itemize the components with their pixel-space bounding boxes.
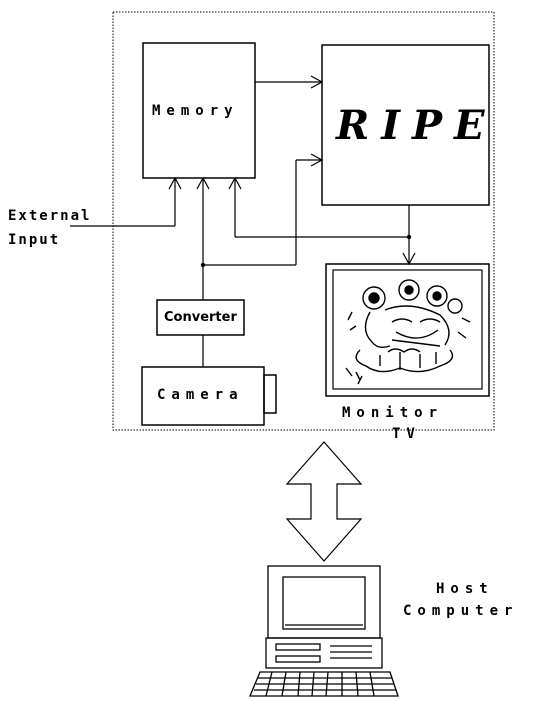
converter-label: Converter (164, 311, 237, 324)
ripe-label: RIPE (336, 106, 497, 146)
host-link-arrow (287, 442, 361, 561)
computer-label: Computer (403, 604, 518, 618)
host-computer-icon (250, 566, 398, 696)
camera-label: Camera (157, 388, 244, 402)
tv-label: TV (392, 427, 421, 441)
host-label: Host (436, 582, 494, 596)
monitor-cartoon (346, 280, 470, 384)
memory-label: Memory (152, 104, 239, 118)
input-label: Input (8, 233, 60, 247)
monitor-label: Monitor (342, 406, 443, 420)
external-label: External (8, 209, 91, 223)
camera-lens (264, 375, 276, 413)
